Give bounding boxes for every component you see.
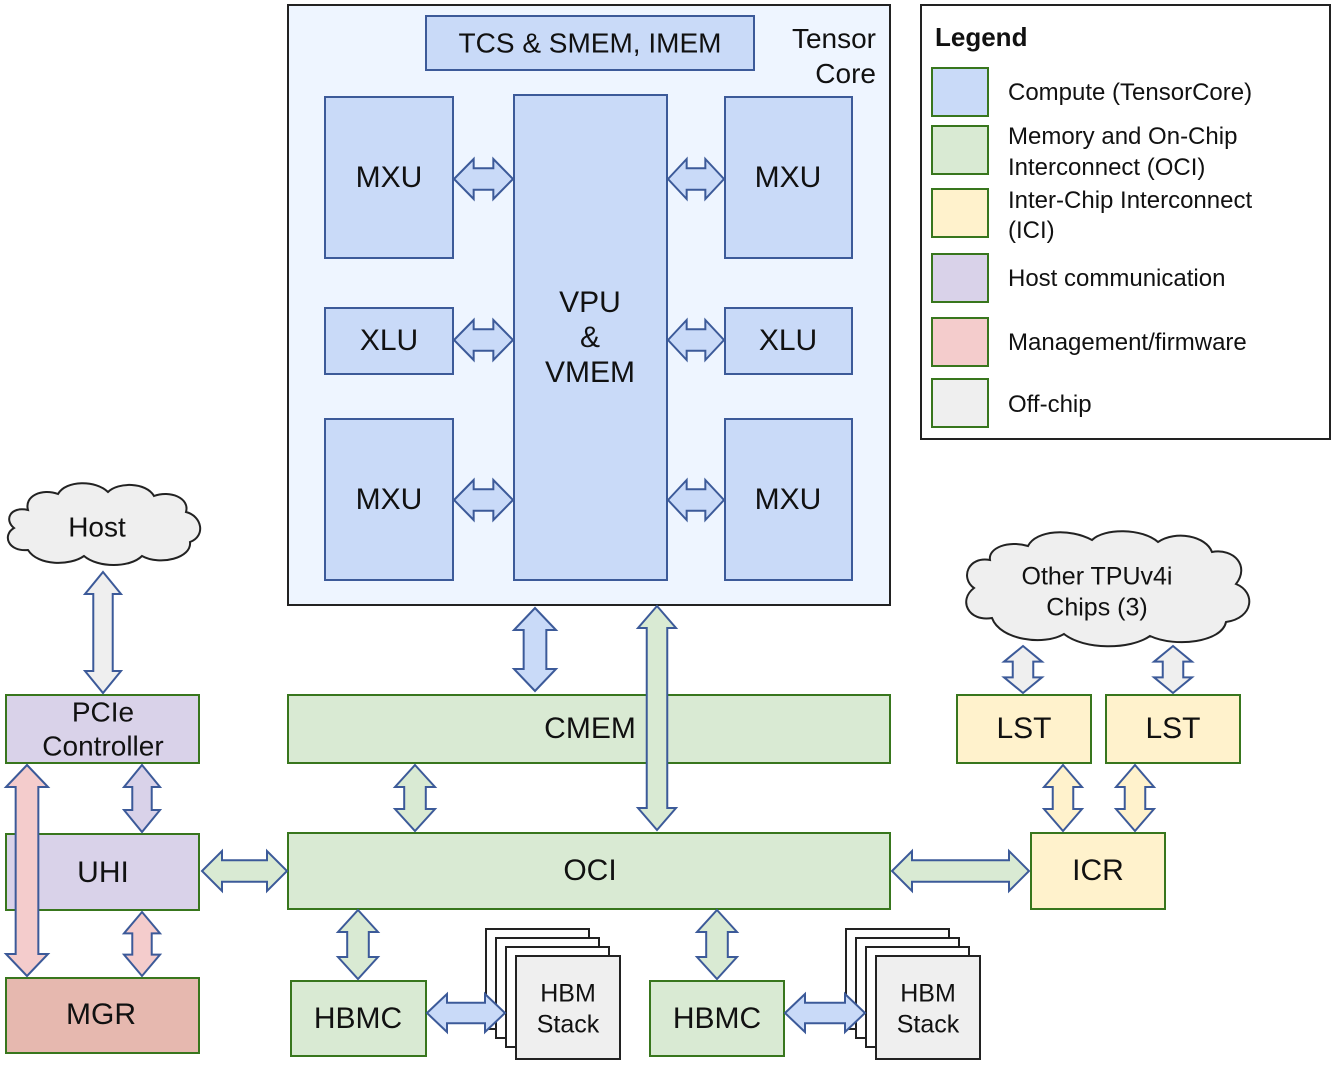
pcie-mgr-arrow xyxy=(3,763,51,978)
oci-hbmc-arrow xyxy=(335,908,381,981)
cmem-oci-arrow xyxy=(392,763,438,833)
hbmc-left: HBMC xyxy=(290,980,427,1057)
legend-swatch xyxy=(931,188,989,238)
legend-swatch xyxy=(931,317,989,367)
hbmc-label: HBMC xyxy=(314,1002,402,1035)
tensor-core-label-line2: Core xyxy=(815,58,876,89)
mxu-top-right: MXU xyxy=(724,96,853,259)
hbm-stack-left: HBM Stack xyxy=(485,928,621,1060)
vpu-label-line2: & xyxy=(580,321,600,354)
mxu-bottom-left: MXU xyxy=(324,418,454,581)
pcie-label-line2: Controller xyxy=(42,730,163,761)
legend-item-label: (ICI) xyxy=(1008,217,1055,244)
legend-swatch xyxy=(931,125,989,175)
vpu-mxu-arrow xyxy=(666,477,726,523)
vpu-xlu-arrow xyxy=(666,317,726,363)
legend-title: Legend xyxy=(935,22,1027,52)
host-cloud: Host xyxy=(6,482,201,566)
vpu-mxu-arrow xyxy=(666,156,726,202)
hbmc-right: HBMC xyxy=(649,980,785,1057)
tensorcore-cmem-arrow xyxy=(511,606,559,693)
tensor-core-label-line1: Tensor xyxy=(792,23,876,54)
legend-item-label: Inter-Chip Interconnect xyxy=(1008,187,1252,214)
oci-block: OCI xyxy=(287,832,891,910)
lst-label: LST xyxy=(996,712,1051,745)
cmem-label: CMEM xyxy=(544,712,636,745)
host-pcie-arrow xyxy=(82,570,124,695)
hbm-label-line1: HBM xyxy=(540,980,596,1008)
icr-block: ICR xyxy=(1030,832,1166,910)
hbmc-hbm-arrow xyxy=(425,991,507,1035)
mxu-label: MXU xyxy=(356,483,423,516)
hbmc-hbm-arrow xyxy=(783,991,867,1035)
other-chips-label-line1: Other TPUv4i xyxy=(1022,563,1173,591)
legend-swatch xyxy=(931,378,989,428)
xlu-label: XLU xyxy=(360,324,418,357)
uhi-mgr-arrow xyxy=(121,910,163,978)
legend-item-label: Off-chip xyxy=(1008,391,1092,418)
other-chips-label-line2: Chips (3) xyxy=(1046,594,1147,622)
icr-label: ICR xyxy=(1072,854,1124,887)
hbmc-label: HBMC xyxy=(673,1002,761,1035)
legend-swatch xyxy=(931,67,989,117)
mxu-bottom-right: MXU xyxy=(724,418,853,581)
mxu-label: MXU xyxy=(755,161,822,194)
xlu-left: XLU xyxy=(324,307,454,375)
host-label: Host xyxy=(68,511,126,542)
mxu-top-left: MXU xyxy=(324,96,454,259)
legend-item-label: Memory and On-Chip xyxy=(1008,123,1237,150)
legend-item-label: Compute (TensorCore) xyxy=(1008,79,1252,106)
mxu-vpu-arrow xyxy=(452,156,515,202)
mxu-vpu-arrow xyxy=(452,477,515,523)
vpu-label-line1: VPU xyxy=(559,286,621,319)
legend: Legend Compute (TensorCore) Memory and On… xyxy=(920,4,1331,440)
lst-icr-arrow xyxy=(1041,763,1085,833)
tcs-label: TCS & SMEM, IMEM xyxy=(459,27,722,58)
vpu-vmem-block: VPU & VMEM xyxy=(513,94,668,581)
mgr-label: MGR xyxy=(66,998,136,1031)
legend-swatch xyxy=(931,253,989,303)
lst-icr-arrow xyxy=(1113,763,1157,833)
uhi-label: UHI xyxy=(77,856,129,889)
xlu-label: XLU xyxy=(759,324,817,357)
tensorcore-oci-arrow xyxy=(635,604,679,832)
pcie-label-line1: PCIe xyxy=(72,696,134,727)
xlu-vpu-arrow xyxy=(452,317,515,363)
connector-arrows xyxy=(3,156,1195,1035)
other-chips-cloud: Other TPUv4i Chips (3) xyxy=(965,530,1251,648)
uhi-oci-arrow xyxy=(200,848,289,894)
hbm-label-line2: Stack xyxy=(537,1011,600,1039)
chips-lst-arrow xyxy=(1001,644,1045,695)
legend-item-label: Host communication xyxy=(1008,265,1225,292)
lst-label: LST xyxy=(1145,712,1200,745)
tcs-block: TCS & SMEM, IMEM xyxy=(425,15,755,71)
lst-right: LST xyxy=(1105,694,1241,764)
cmem-block: CMEM xyxy=(287,694,891,764)
mgr-block: MGR xyxy=(5,977,200,1054)
legend-item-label: Interconnect (OCI) xyxy=(1008,154,1205,181)
chips-lst-arrow xyxy=(1151,644,1195,695)
pcie-uhi-arrow xyxy=(121,763,163,834)
pcie-controller-block: PCIe Controller xyxy=(5,694,200,764)
vpu-label-line3: VMEM xyxy=(545,356,635,389)
legend-item-label: Management/firmware xyxy=(1008,329,1247,356)
hbm-label-line1: HBM xyxy=(900,980,956,1008)
mxu-label: MXU xyxy=(356,161,423,194)
oci-label: OCI xyxy=(563,854,616,887)
mxu-label: MXU xyxy=(755,483,822,516)
xlu-right: XLU xyxy=(724,307,853,375)
oci-icr-arrow xyxy=(890,848,1031,894)
oci-hbmc-arrow xyxy=(694,908,740,981)
lst-left: LST xyxy=(956,694,1092,764)
hbm-stack-right: HBM Stack xyxy=(845,928,981,1060)
hbm-label-line2: Stack xyxy=(897,1011,960,1039)
